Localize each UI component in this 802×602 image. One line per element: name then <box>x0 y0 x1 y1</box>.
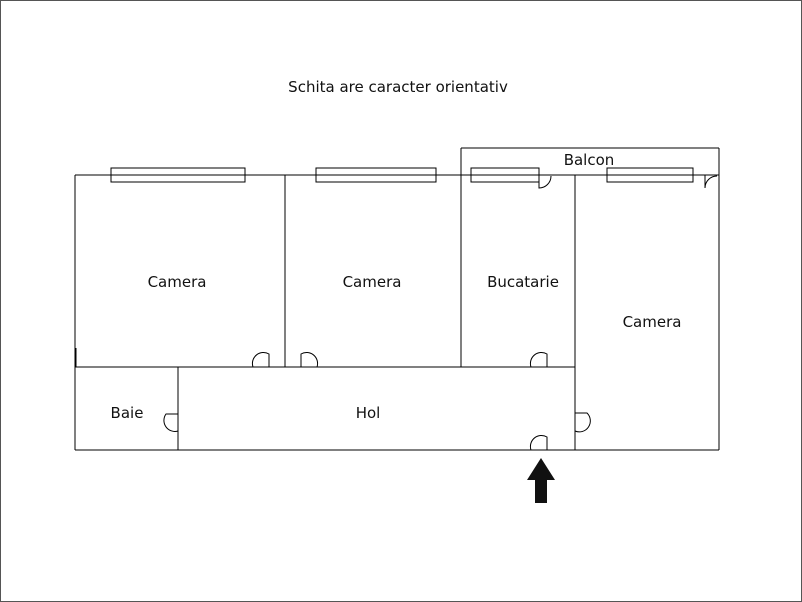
door-bucatarie-balcon <box>538 175 552 189</box>
up-arrow-icon <box>527 458 555 503</box>
door-entrance <box>529 434 548 451</box>
balcony-outline <box>460 147 720 175</box>
door-baie <box>163 413 179 432</box>
room-label-baie: Baie <box>111 404 144 422</box>
room-label-hol: Hol <box>356 404 381 422</box>
windows <box>110 167 694 183</box>
door-camera-2 <box>300 351 319 368</box>
door-camera-3 <box>574 412 591 433</box>
door-camera-balcon <box>704 175 718 189</box>
door-bucatarie <box>529 351 548 368</box>
interior-walls <box>75 175 576 450</box>
room-label-balcon: Balcon <box>564 151 615 169</box>
plan-title: Schita are caracter orientativ <box>288 78 508 96</box>
room-label-camera-3: Camera <box>623 313 682 331</box>
doors <box>163 175 718 451</box>
door-camera-1 <box>251 351 270 368</box>
room-label-camera-2: Camera <box>343 273 402 291</box>
room-label-camera-1: Camera <box>148 273 207 291</box>
room-label-bucatarie: Bucatarie <box>487 273 559 291</box>
